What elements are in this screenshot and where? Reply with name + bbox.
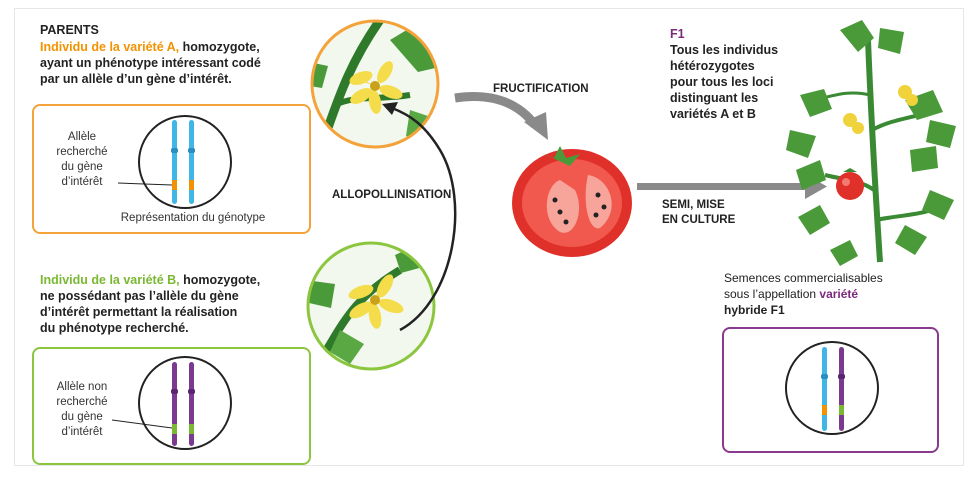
genotype-f1-circle	[786, 342, 878, 434]
allele-f1-mark-right	[839, 405, 844, 415]
chromosome-f1-left	[822, 347, 827, 431]
allele-f1-mark-left	[822, 405, 827, 415]
chromosome-f1-right	[839, 347, 844, 431]
